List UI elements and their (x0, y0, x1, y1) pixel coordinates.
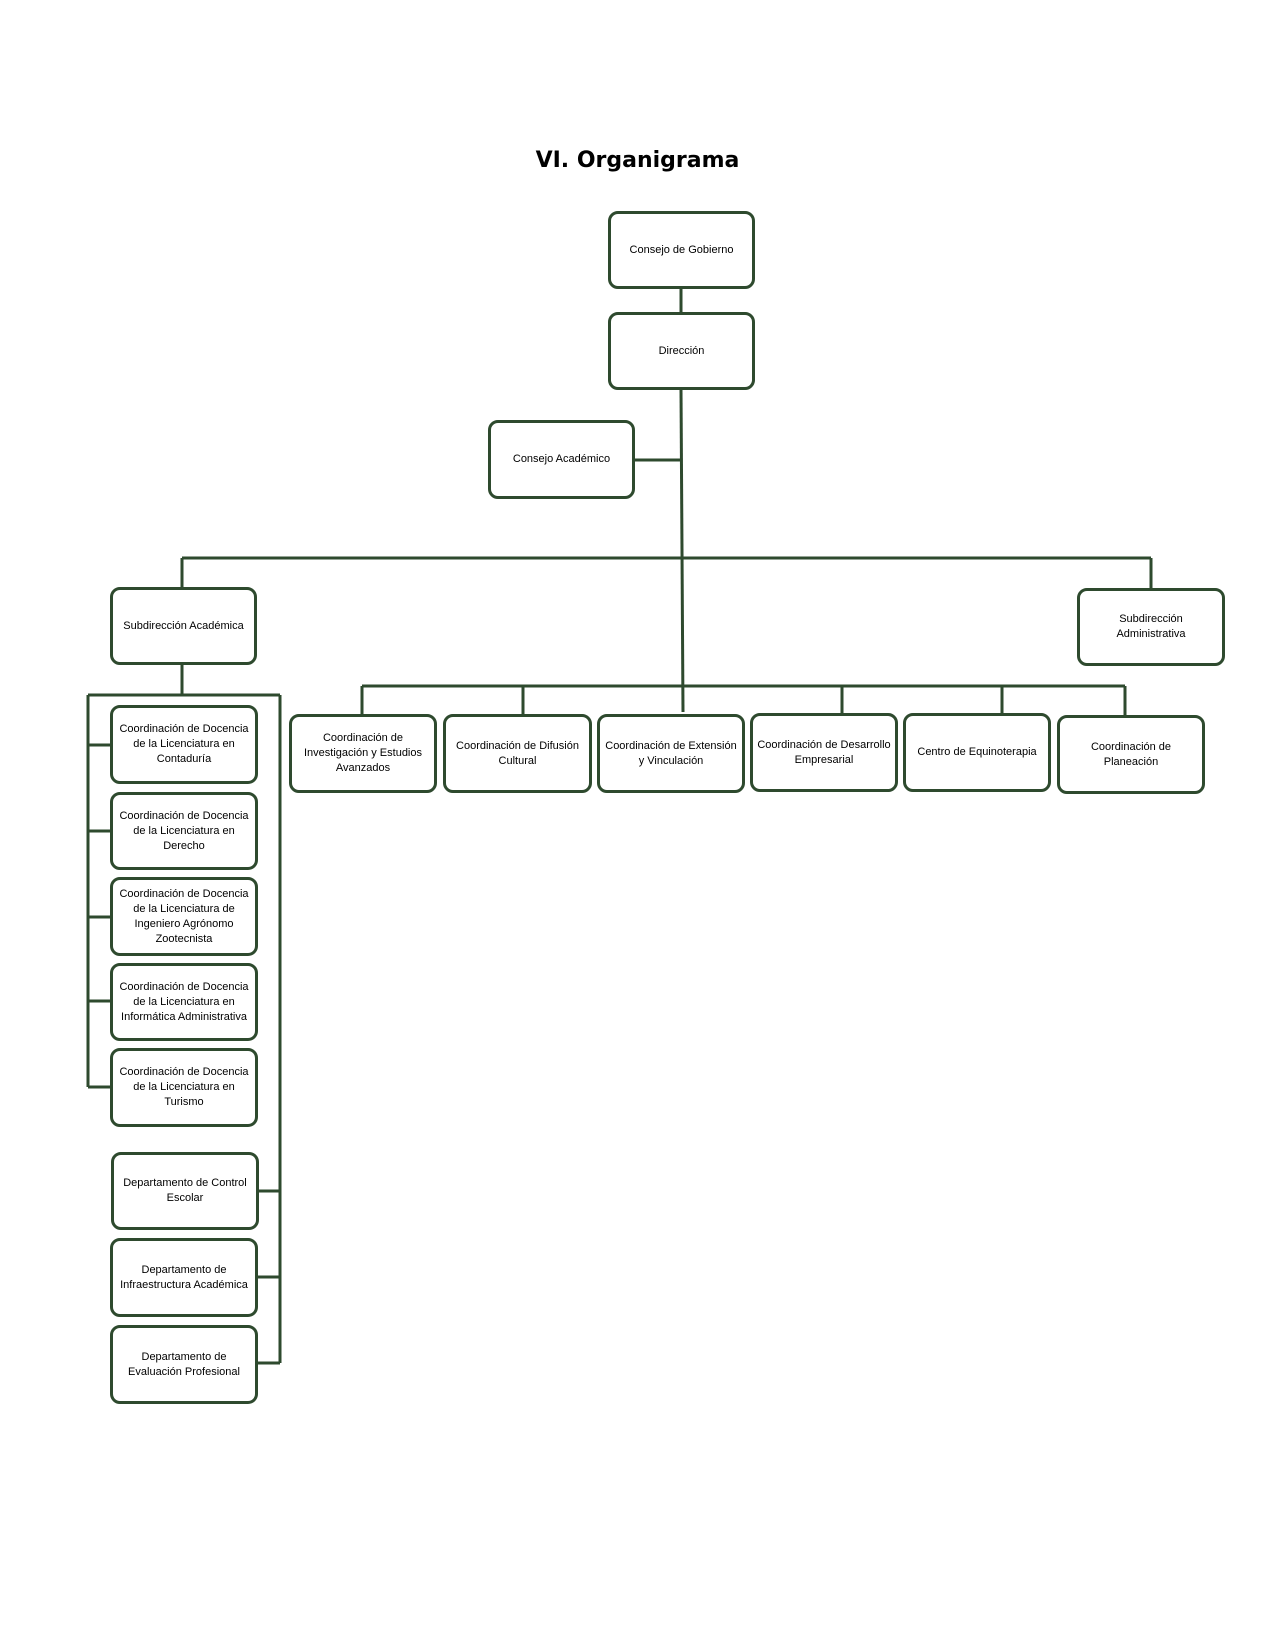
coordinacion-desarrollo-box: Coordinación de Desarrollo Empresarial (750, 713, 898, 792)
coordinacion-difusion-box: Coordinación de Difusión Cultural (443, 714, 592, 793)
departamento-infraestructura-label: Departamento de Infraestructura Académic… (120, 1263, 248, 1291)
departamento-evaluacion-box: Departamento de Evaluación Profesional (110, 1325, 258, 1404)
consejo-academico-box: Consejo Académico (488, 420, 635, 499)
subdireccion-administrativa-box: Subdirección Administrativa (1077, 588, 1225, 666)
departamento-evaluacion-label: Departamento de Evaluación Profesional (128, 1350, 240, 1378)
page-title: VI. Organigrama (535, 148, 740, 173)
coordinacion-informatica-box: Coordinación de Docencia de la Licenciat… (110, 963, 258, 1041)
coordinacion-investigacion-box: Coordinación de Investigación y Estudios… (289, 714, 437, 793)
coordinacion-investigacion-label: Coordinación de Investigación y Estudios… (303, 732, 422, 774)
coordinacion-planeacion-label: Coordinación de Planeación (1090, 740, 1172, 768)
centro-equinoterapia-label: Centro de Equinoterapia (917, 746, 1037, 758)
coordinacion-planeacion-box: Coordinación de Planeación (1057, 715, 1205, 794)
coordinacion-informatica-label: Coordinación de Docencia de la Licenciat… (119, 980, 249, 1023)
coordinacion-agronomo-label: Coordinación de Docencia de la Licenciat… (119, 887, 249, 945)
subdireccion-academica-label: Subdirección Académica (123, 619, 244, 632)
direccion-box: Dirección (608, 312, 755, 390)
coordinacion-extension-label: Coordinación de Extensión y Vinculación (605, 739, 737, 767)
coordinacion-turismo-box: Coordinación de Docencia de la Licenciat… (110, 1048, 258, 1127)
subdireccion-administrativa-label: Subdirección Administrativa (1116, 613, 1186, 640)
coordinacion-derecho-box: Coordinación de Docencia de la Licenciat… (110, 792, 258, 870)
coordinacion-contaduria-label: Coordinación de Docencia de la Licenciat… (119, 723, 249, 765)
coordinacion-difusion-label: Coordinación de Difusión Cultural (456, 739, 579, 767)
centro-equinoterapia-box: Centro de Equinoterapia (903, 713, 1051, 792)
coordinacion-derecho-label: Coordinación de Docencia de la Licenciat… (119, 809, 249, 852)
coordinacion-contaduria-box: Coordinación de Docencia de la Licenciat… (110, 705, 258, 784)
coordinacion-agronomo-box: Coordinación de Docencia de la Licenciat… (110, 877, 258, 956)
coordinacion-extension-box: Coordinación de Extensión y Vinculación (597, 714, 745, 793)
coordinacion-desarrollo-label: Coordinación de Desarrollo Empresarial (757, 738, 891, 766)
consejo-de-gobierno-label: Consejo de Gobierno (629, 243, 734, 256)
departamento-control-escolar-label: Departamento de Control Escolar (123, 1177, 247, 1204)
direccion-label: Dirección (658, 344, 705, 357)
coordinacion-turismo-label: Coordinación de Docencia de la Licenciat… (119, 1066, 249, 1108)
consejo-de-gobierno-box: Consejo de Gobierno (608, 211, 755, 289)
departamento-control-escolar-box: Departamento de Control Escolar (111, 1152, 259, 1230)
departamento-infraestructura-box: Departamento de Infraestructura Académic… (110, 1238, 258, 1317)
consejo-academico-label: Consejo Académico (512, 453, 611, 465)
subdireccion-academica-box: Subdirección Académica (110, 587, 257, 665)
